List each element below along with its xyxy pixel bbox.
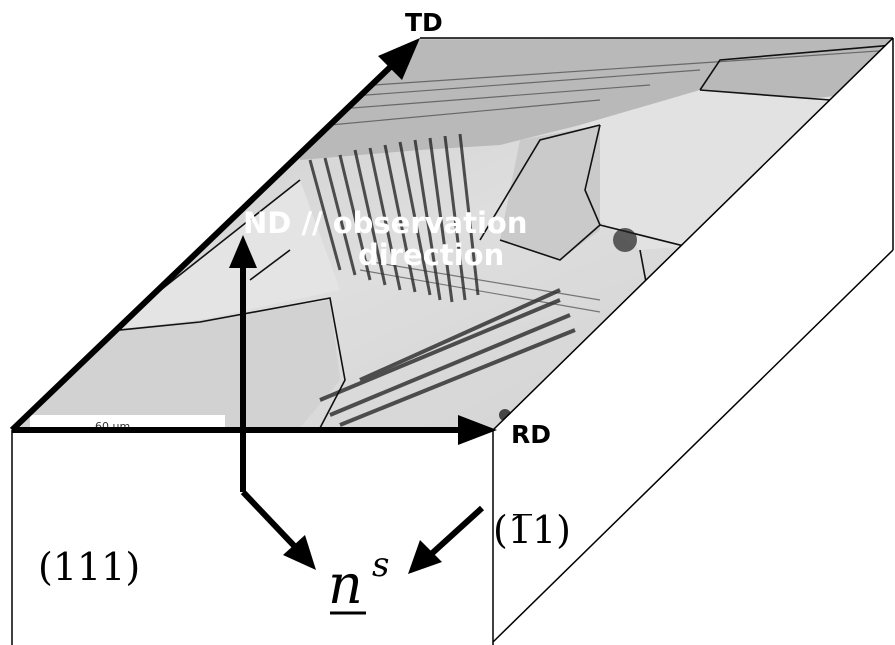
nd-label-line2: direction xyxy=(358,238,504,272)
slip-plane-arrow xyxy=(408,505,485,574)
td-axis-arrow xyxy=(9,38,420,433)
nd-label-line1: ND // observation xyxy=(243,206,527,240)
normal-projection-arrow xyxy=(240,489,316,570)
specimen-box xyxy=(11,38,894,645)
scale-bar-label: 60 µm xyxy=(95,420,130,433)
side-face-bottom-edge xyxy=(492,249,894,643)
scale-bar-box xyxy=(30,415,225,430)
front-face-plane-label: (111) xyxy=(38,545,140,589)
td-label: TD xyxy=(405,8,443,37)
side-face-plane-label: (1̅1) xyxy=(493,508,571,552)
rd-label: RD xyxy=(511,420,551,449)
top-face-outline xyxy=(420,37,894,431)
normal-vector-letter: n xyxy=(328,553,363,616)
normal-vector-superscript: s xyxy=(372,545,389,585)
nd-axis-arrow xyxy=(229,235,257,492)
